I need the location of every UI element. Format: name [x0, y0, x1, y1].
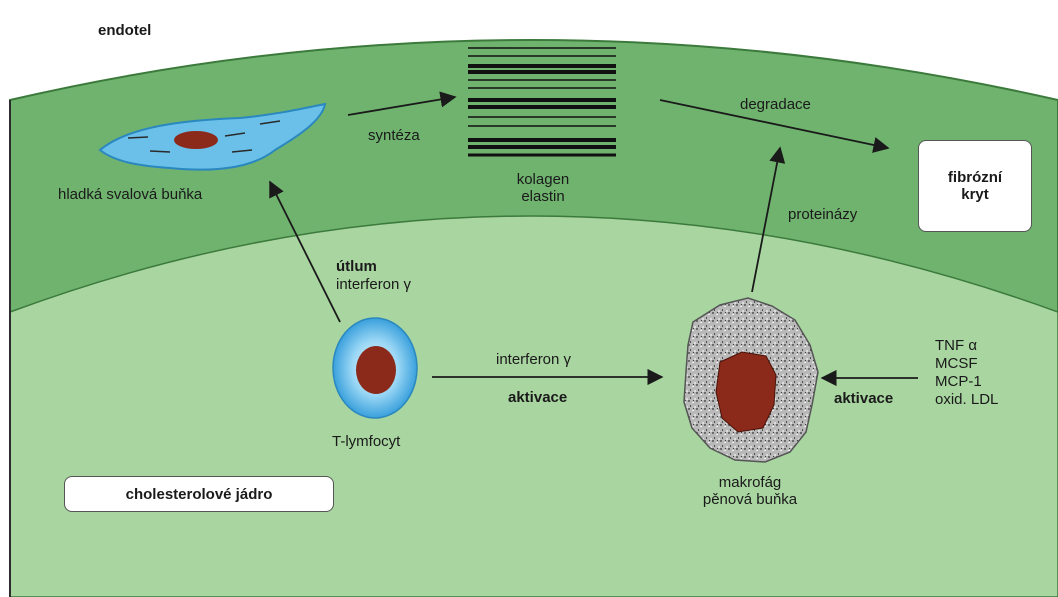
collagen-label: kolagen [512, 171, 574, 189]
t-lymphocyte-nucleus [356, 346, 396, 394]
activation-right-label: aktivace [834, 390, 893, 408]
fibrous-cap-line-2: kryt [961, 186, 989, 203]
cholesterol-core-box: cholesterolové jádro [64, 476, 334, 512]
t-lymphocyte-label: T-lymfocyt [332, 433, 400, 451]
factor-mcp1: MCP-1 [935, 373, 982, 391]
collagen-elastin-fibers [468, 48, 616, 155]
endotel-label: endotel [98, 22, 151, 40]
macrophage-label: makrofág [690, 474, 810, 492]
activation-mid-label: aktivace [508, 389, 567, 407]
factor-mcsf: MCSF [935, 355, 978, 373]
attenuation-label: útlum [336, 258, 377, 276]
elastin-label: elastin [512, 188, 574, 206]
fibrous-cap-line-1: fibrózní [948, 169, 1002, 186]
proteinases-label: proteinázy [788, 206, 857, 224]
macrophage-nucleus [716, 352, 776, 432]
interferon-upper-label: interferon γ [336, 276, 411, 294]
smooth-muscle-label: hladká svalová buňka [58, 186, 202, 204]
factor-tnf: TNF α [935, 337, 977, 355]
foam-cell-label: pěnová buňka [690, 491, 810, 509]
factor-oxldl: oxid. LDL [935, 391, 998, 409]
synthesis-label: syntéza [368, 127, 420, 145]
degradation-label: degradace [740, 96, 811, 114]
interferon-mid-label: interferon γ [496, 351, 571, 369]
smooth-muscle-nucleus [174, 131, 218, 149]
fibrous-cap-box: fibrózní kryt [918, 140, 1032, 232]
